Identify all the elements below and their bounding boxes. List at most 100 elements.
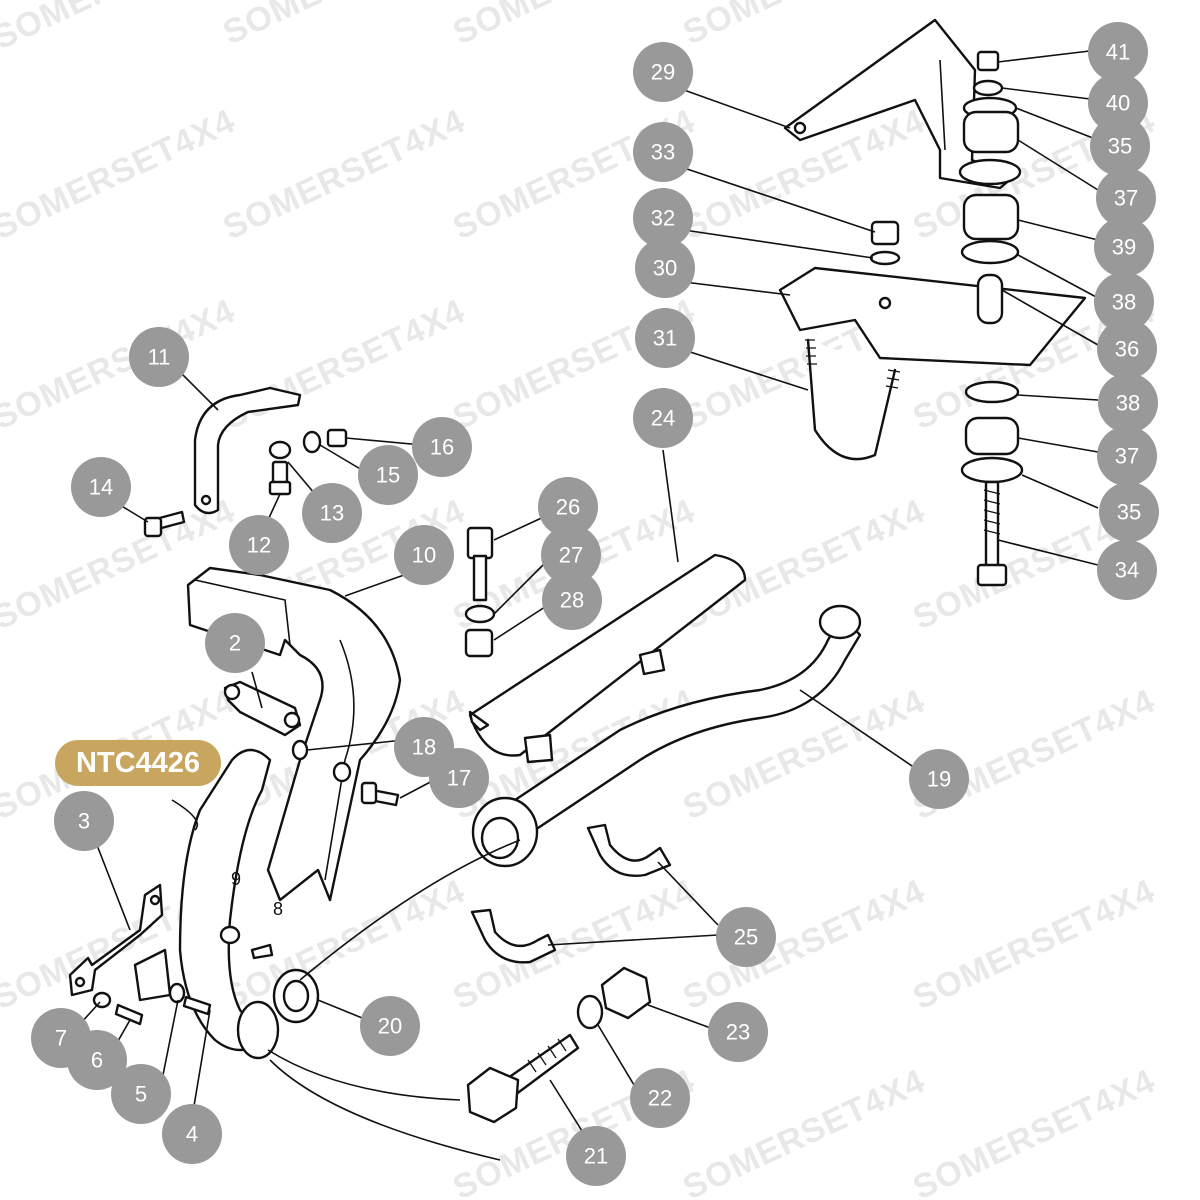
svg-text:19: 19 (927, 767, 951, 792)
svg-text:32: 32 (651, 206, 675, 231)
callout-24: 24 (633, 388, 693, 448)
svg-text:18: 18 (412, 735, 436, 760)
svg-text:22: 22 (648, 1086, 672, 1111)
part-35-plate-washer (958, 158, 1022, 186)
part-6-bolt (114, 1003, 144, 1026)
part-3-bracket (68, 883, 164, 997)
callout-25: 25 (716, 907, 776, 967)
svg-text:15: 15 (376, 463, 400, 488)
watermark: SOMERSET4X4 (217, 0, 471, 52)
part-23-nut (600, 966, 652, 1020)
callout-14: 14 (71, 457, 131, 517)
callout-12: 12 (229, 515, 289, 575)
part-32-washer (869, 250, 901, 266)
part-14-bolt-head (143, 516, 163, 538)
callout-37-lower: 37 (1097, 426, 1157, 486)
strap-hole (200, 494, 212, 506)
part-16-nut (326, 428, 348, 448)
part-29-chassis-bracket (783, 18, 1014, 190)
shield-fold (194, 579, 291, 646)
svg-text:37: 37 (1114, 186, 1138, 211)
clamp-bolt (223, 683, 241, 701)
small-label-8: 8 (273, 899, 283, 919)
part-34-bolt-head (976, 563, 1008, 587)
svg-text:39: 39 (1112, 235, 1136, 260)
part-38-washer-lower (964, 380, 1020, 404)
callout-13: 13 (302, 483, 362, 543)
part-28-nut (464, 628, 494, 658)
part-19-tail-pipe (498, 613, 862, 842)
callout-27: 27 (541, 525, 601, 585)
part-33-nut (870, 220, 900, 246)
watermark: SOMERSET4X4 (677, 0, 931, 52)
silencer-clip (468, 710, 490, 732)
svg-text:12: 12 (247, 533, 271, 558)
svg-text:41: 41 (1106, 40, 1130, 65)
watermark: SOMERSET4X4 (0, 102, 241, 247)
svg-text:13: 13 (320, 501, 344, 526)
part-36-spacer (976, 273, 1004, 325)
callout-16: 16 (412, 417, 472, 477)
part-38-washer (960, 239, 1020, 265)
part-25-clamp-upper (586, 823, 672, 877)
part-8-bolt (250, 943, 274, 960)
svg-text:26: 26 (556, 495, 580, 520)
callout-28: 28 (542, 570, 602, 630)
callout-15: 15 (358, 445, 418, 505)
part-mount-clip (133, 948, 172, 1002)
part-2-clamp (223, 680, 302, 737)
part-12-bolt (271, 460, 289, 486)
watermark: SOMERSET4X4 (0, 0, 241, 57)
callout-22: 22 (630, 1068, 690, 1128)
callout-6: 6 (67, 1030, 127, 1090)
bolt-thread (527, 1038, 567, 1073)
part-17-bolt-head (360, 781, 378, 805)
callout-23: 23 (708, 1002, 768, 1062)
watermark: SOMERSET4X4 (217, 292, 471, 437)
part-22-spring-washer (576, 994, 604, 1030)
svg-text:20: 20 (378, 1014, 402, 1039)
callout-37-top: 37 (1096, 168, 1156, 228)
callout-10: 10 (394, 525, 454, 585)
svg-text:31: 31 (653, 326, 677, 351)
part-24-silencer (468, 553, 747, 757)
callout-34: 34 (1097, 540, 1157, 600)
bracket-hole (149, 894, 161, 906)
callout-32: 32 (633, 188, 693, 248)
watermark: SOMERSET4X4 (447, 872, 701, 1017)
svg-text:21: 21 (584, 1144, 608, 1169)
svg-text:3: 3 (78, 809, 90, 834)
part-21-bolt-head (466, 1066, 520, 1124)
svg-text:2: 2 (229, 631, 241, 656)
callout-29: 29 (633, 42, 693, 102)
svg-text:5: 5 (135, 1082, 147, 1107)
part-5-washer (168, 982, 186, 1004)
part-37-rubber (962, 110, 1020, 154)
callout-17: 17 (429, 748, 489, 808)
svg-text:6: 6 (91, 1048, 103, 1073)
bracket-hole (74, 976, 86, 988)
svg-text:29: 29 (651, 60, 675, 85)
callout-35-top: 35 (1090, 116, 1150, 176)
silencer-tab (523, 733, 554, 764)
part-27-washer (464, 604, 496, 624)
callout-33: 33 (633, 122, 693, 182)
bracket-hole (793, 121, 807, 135)
part-number-badge[interactable]: NTC4426 (55, 740, 221, 786)
part-18-washer (291, 739, 309, 761)
bracket-hole (878, 296, 892, 310)
small-label-9: 9 (231, 869, 241, 889)
svg-text:35: 35 (1108, 134, 1132, 159)
watermark: SOMERSET4X4 (907, 1062, 1161, 1200)
callout-5: 5 (111, 1064, 171, 1124)
svg-text:37: 37 (1115, 444, 1139, 469)
callout-40: 40 (1088, 73, 1148, 133)
silencer-tab (638, 648, 666, 676)
shield-edge (324, 639, 355, 881)
callout-38-top: 38 (1094, 272, 1154, 332)
svg-text:7: 7 (55, 1026, 67, 1051)
svg-text:40: 40 (1106, 91, 1130, 116)
part-11-bracket-strap (193, 386, 302, 515)
part-35-washer-lower (960, 456, 1024, 484)
